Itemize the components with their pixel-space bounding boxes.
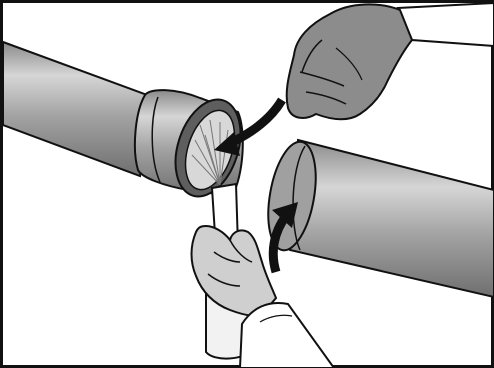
pipe-assembly-illustration (0, 0, 494, 368)
illustration-frame (0, 0, 494, 368)
